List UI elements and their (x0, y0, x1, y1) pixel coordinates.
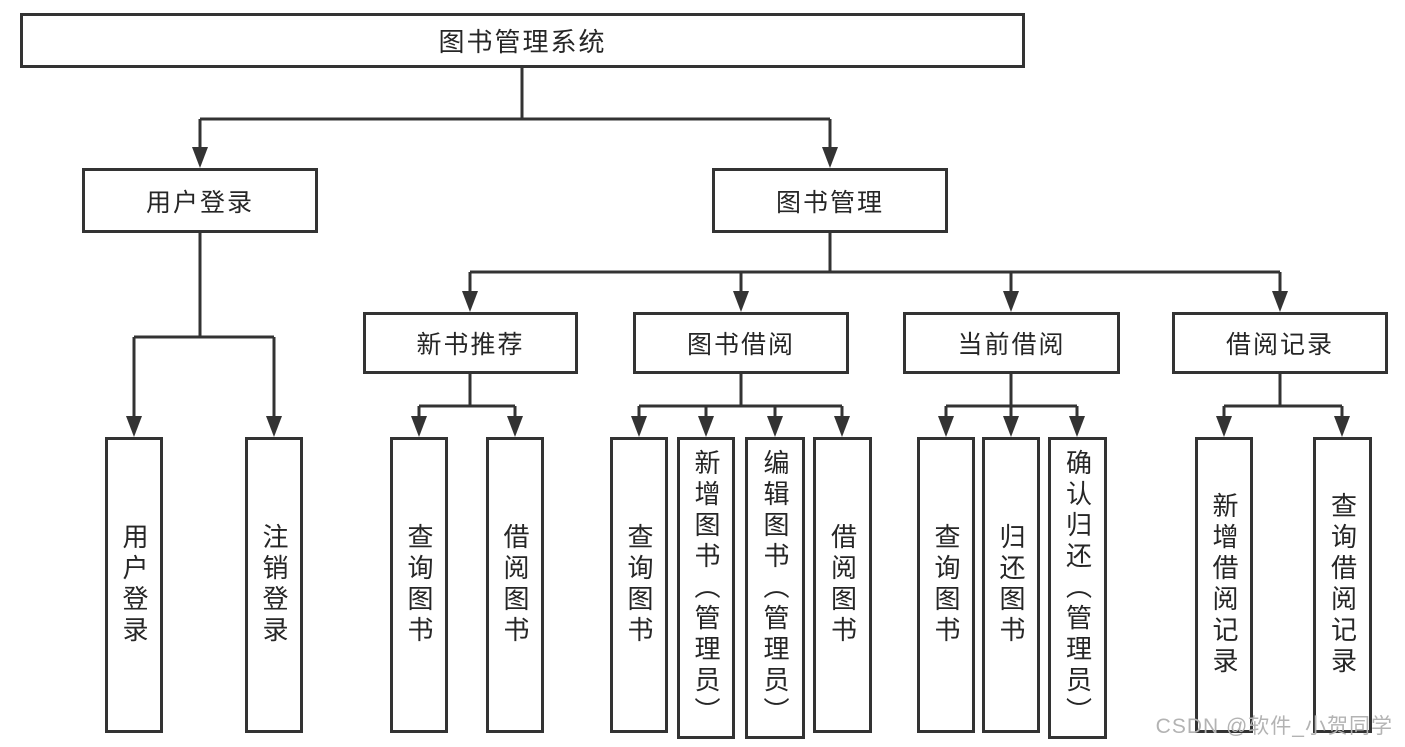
leaf-confirm-return-admin: 确认归还（管理员） (1048, 437, 1107, 739)
node-label: 确认归还（管理员） (1062, 448, 1093, 728)
leaf-query-book-borrowing: 查询图书 (610, 437, 668, 733)
node-label: 借阅图书 (827, 523, 858, 647)
node-label: 注销登录 (259, 523, 289, 647)
edge-root-to-level1 (198, 68, 832, 147)
node-label: 查询图书 (624, 523, 654, 647)
edge-current-borrow-to-leaves (944, 374, 1079, 416)
leaf-return-book: 归还图书 (982, 437, 1040, 733)
node-book-management: 图书管理 (712, 168, 948, 233)
edge-book-mgmt-to-level2 (468, 233, 1282, 291)
node-current-borrowing: 当前借阅 (903, 312, 1120, 374)
leaf-edit-book-admin: 编辑图书（管理员） (745, 437, 805, 739)
leaf-query-book-recommendation: 查询图书 (390, 437, 448, 733)
node-library-management-system: 图书管理系统 (20, 13, 1025, 68)
leaf-add-borrow-record: 新增借阅记录 (1195, 437, 1253, 733)
node-label: 查询借阅记录 (1327, 492, 1358, 678)
leaf-borrow-book-recommendation: 借阅图书 (486, 437, 544, 733)
edge-book-borrow-to-leaves (637, 374, 844, 416)
leaf-add-book-admin: 新增图书（管理员） (677, 437, 735, 739)
leaf-user-login: 用户登录 (105, 437, 163, 733)
leaf-query-borrow-record: 查询借阅记录 (1313, 437, 1372, 733)
edge-borrow-record-to-leaves (1222, 374, 1344, 416)
node-label: 图书管理系统 (438, 27, 607, 57)
node-label: 查询图书 (404, 523, 434, 647)
node-label: 新书推荐 (416, 331, 525, 359)
watermark: CSDN @软件_小贺同学 (1155, 715, 1393, 738)
leaf-borrow-book-borrowing: 借阅图书 (813, 437, 872, 733)
arrowheads (126, 147, 1350, 437)
node-new-book-recommendation: 新书推荐 (363, 312, 578, 374)
node-label: 新增图书（管理员） (691, 448, 721, 728)
node-label: 借阅图书 (500, 523, 530, 647)
node-label: 借阅记录 (1225, 331, 1334, 359)
node-label: 归还图书 (996, 523, 1026, 647)
node-label: 新增借阅记录 (1209, 492, 1239, 678)
node-label: 用户登录 (119, 523, 149, 647)
node-label: 用户登录 (145, 188, 254, 217)
node-book-borrowing: 图书借阅 (633, 312, 849, 374)
node-label: 查询图书 (931, 523, 961, 647)
node-label: 当前借阅 (957, 331, 1066, 359)
edge-user-login-to-leaves (132, 233, 276, 416)
node-label: 图书管理 (775, 188, 884, 217)
edge-new-book-to-leaves (417, 374, 517, 416)
node-label: 编辑图书（管理员） (760, 448, 790, 728)
node-label: 图书借阅 (686, 331, 795, 359)
node-borrowing-records: 借阅记录 (1172, 312, 1388, 374)
node-user-login: 用户登录 (82, 168, 318, 233)
leaf-logout: 注销登录 (245, 437, 303, 733)
leaf-query-book-current: 查询图书 (917, 437, 975, 733)
